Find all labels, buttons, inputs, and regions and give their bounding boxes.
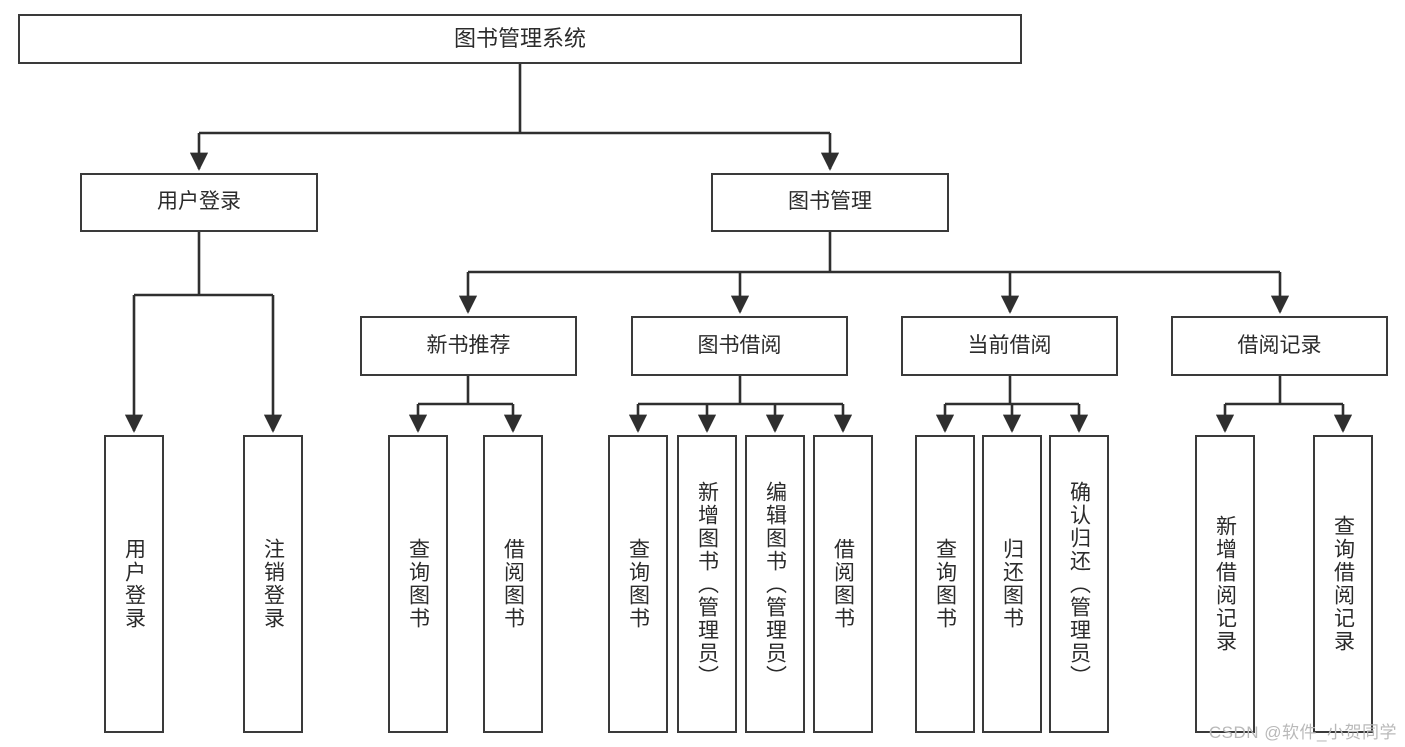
leaf-borrow-query-book[interactable]: 查询图书 [608,435,668,733]
node-label: 注销登录 [261,538,285,630]
node-label: 借阅记录 [1237,333,1322,357]
node-label: 新增图书（管理员） [695,480,719,688]
node-label: 当前借阅 [967,333,1052,357]
leaf-new-book-query[interactable]: 查询图书 [388,435,448,733]
leaf-current-return-book[interactable]: 归还图书 [982,435,1042,733]
watermark: CSDN @软件_小贺同学 [1208,723,1397,742]
node-book-borrow[interactable]: 图书借阅 [631,316,848,376]
leaf-user-login-logout[interactable]: 注销登录 [243,435,303,733]
leaf-current-query-book[interactable]: 查询图书 [915,435,975,733]
node-label: 新增借阅记录 [1213,515,1237,653]
leaf-current-confirm-return-admin[interactable]: 确认归还（管理员） [1049,435,1109,733]
leaf-record-query-record[interactable]: 查询借阅记录 [1313,435,1373,733]
node-label: 确认归还（管理员） [1067,480,1091,688]
node-label: 用户登录 [122,538,146,630]
node-borrow-record[interactable]: 借阅记录 [1171,316,1388,376]
leaf-borrow-edit-book-admin[interactable]: 编辑图书（管理员） [745,435,805,733]
node-label: 归还图书 [1000,538,1024,630]
leaf-borrow-borrow-book[interactable]: 借阅图书 [813,435,873,733]
node-label: 新书推荐 [426,333,511,357]
leaf-new-book-borrow[interactable]: 借阅图书 [483,435,543,733]
leaf-record-add-record[interactable]: 新增借阅记录 [1195,435,1255,733]
node-label: 用户登录 [157,190,241,214]
node-label: 查询借阅记录 [1331,515,1355,653]
node-label: 借阅图书 [831,538,855,630]
node-label: 借阅图书 [501,538,525,630]
node-label: 图书管理 [788,190,872,214]
node-label: 编辑图书（管理员） [763,480,787,688]
leaf-user-login-login[interactable]: 用户登录 [104,435,164,733]
node-label: 图书管理系统 [453,26,586,52]
node-label: 查询图书 [933,538,957,630]
leaf-borrow-add-book-admin[interactable]: 新增图书（管理员） [677,435,737,733]
node-new-book-recommend[interactable]: 新书推荐 [360,316,577,376]
node-root-book-management-system[interactable]: 图书管理系统 [18,14,1022,64]
node-label: 查询图书 [626,538,650,630]
node-book-management[interactable]: 图书管理 [711,173,949,232]
node-current-borrow[interactable]: 当前借阅 [901,316,1118,376]
node-user-login[interactable]: 用户登录 [80,173,318,232]
node-label: 图书借阅 [697,333,782,357]
node-label: 查询图书 [406,538,430,630]
